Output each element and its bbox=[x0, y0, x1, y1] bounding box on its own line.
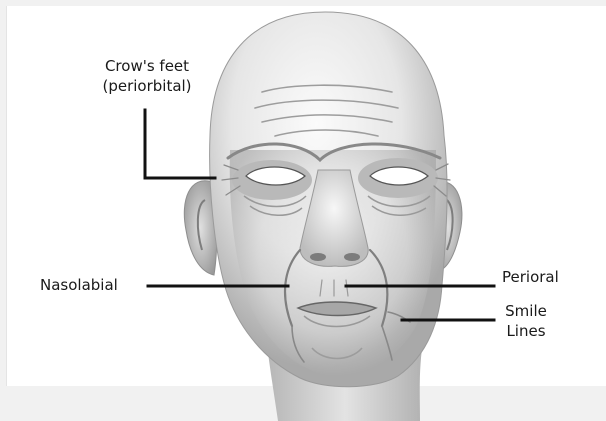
smile-lines-label: Smile Lines bbox=[498, 301, 554, 341]
nasolabial-label: Nasolabial bbox=[40, 275, 118, 295]
crows-feet-label-line2: (periorbital) bbox=[84, 76, 210, 96]
perioral-label: Perioral bbox=[502, 267, 559, 287]
left-nostril bbox=[310, 253, 326, 261]
crows-feet-label: Crow's feet (periorbital) bbox=[84, 56, 210, 96]
right-nostril bbox=[344, 253, 360, 261]
crows-feet-label-line1: Crow's feet bbox=[84, 56, 210, 76]
smile-lines-label-line1: Smile bbox=[498, 301, 554, 321]
crows-feet-leader bbox=[145, 110, 215, 178]
smile-lines-label-line2: Lines bbox=[498, 321, 554, 341]
